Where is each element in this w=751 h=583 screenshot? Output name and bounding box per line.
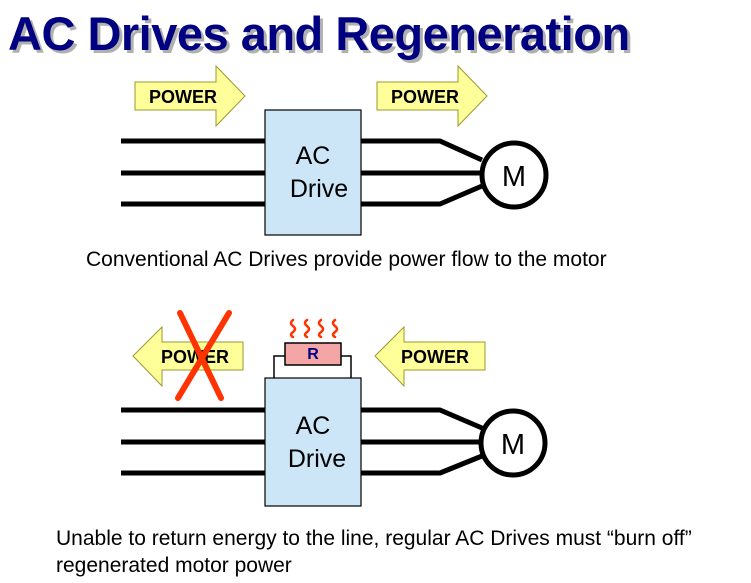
bottom-motor-wires — [361, 407, 483, 476]
top-power-arrow-left-label: POWER — [149, 87, 217, 107]
bottom-caption-line1: Unable to return energy to the line, reg… — [56, 527, 692, 550]
bottom-power-arrow-blocked — [132, 325, 244, 388]
top-power-arrow-right — [376, 64, 488, 128]
top-motor-icon — [479, 140, 549, 210]
bottom-line-input-wires — [121, 407, 265, 476]
bottom-ac-drive-box — [264, 377, 362, 507]
page-title: AC Drives and Regeneration — [8, 7, 630, 60]
top-motor-wires — [361, 138, 484, 207]
top-line-input-wires — [121, 138, 265, 207]
blocked-cross-icon — [175, 310, 232, 401]
bottom-motor-icon — [478, 408, 548, 478]
top-power-arrow-left — [134, 64, 246, 128]
top-ac-drive-box — [264, 109, 362, 236]
bottom-drive-label-line2: Drive — [288, 445, 346, 473]
heat-waves-icon — [289, 318, 339, 339]
top-drive-label-line1: AC — [296, 142, 331, 170]
braking-resistor-label: R — [307, 346, 319, 363]
top-motor-label: M — [502, 161, 526, 193]
bottom-caption: Unable to return energy to the line, reg… — [56, 525, 692, 579]
bottom-power-arrow-blocked-label: POWER — [161, 347, 229, 367]
top-power-arrow-right-label: POWER — [391, 87, 459, 107]
bottom-motor-label: M — [501, 429, 525, 461]
top-caption: Conventional AC Drives provide power flo… — [86, 248, 607, 271]
bottom-caption-line2: regenerated motor power — [56, 554, 292, 577]
top-drive-label-line2: Drive — [290, 175, 348, 203]
top-diagram: AC Drive M POWER POWER — [121, 64, 549, 236]
bottom-drive-label-line1: AC — [296, 412, 331, 440]
bottom-diagram: AC Drive R M POWER POWER — [121, 310, 548, 507]
bottom-power-arrow-right — [374, 325, 486, 388]
braking-resistor — [284, 342, 342, 366]
bottom-power-arrow-right-label: POWER — [401, 347, 469, 367]
